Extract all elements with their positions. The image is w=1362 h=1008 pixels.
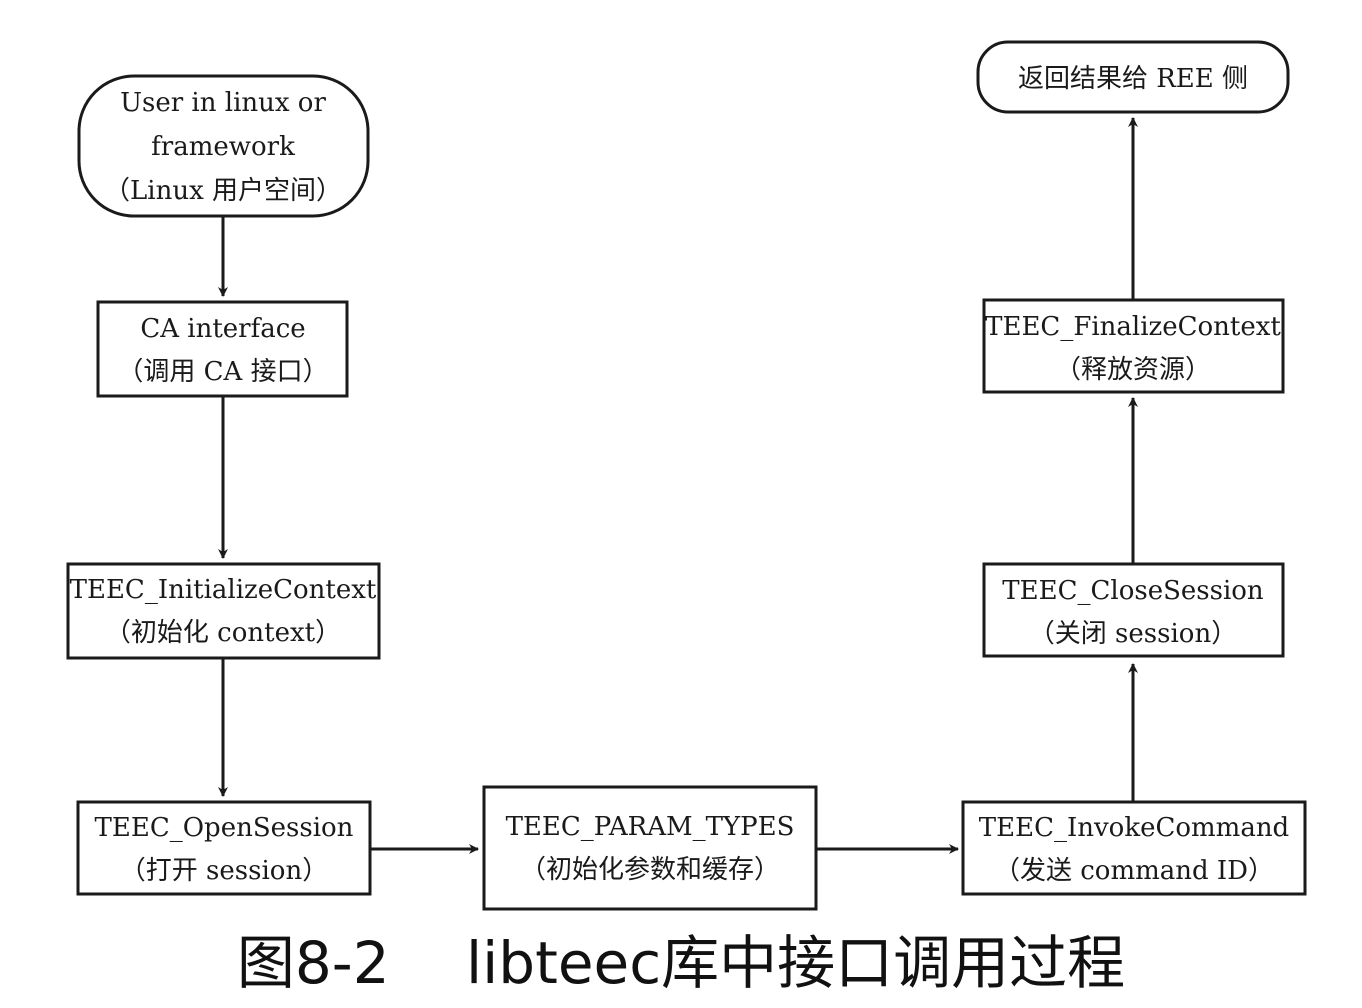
node-ca-interface-line-1: CA interface: [140, 314, 305, 344]
node-finalize-context-line-1: TEEC_FinalizeContext: [985, 312, 1281, 342]
node-param-types-line-1: TEEC_PARAM_TYPES: [506, 812, 795, 842]
figure-caption: 图8-2 libteec库中接口调用过程: [236, 929, 1126, 997]
node-initialize-context: TEEC_InitializeContext （初始化 context）: [66, 562, 381, 660]
node-initialize-context-line-2: （初始化 context）: [105, 618, 341, 648]
node-open-session-line-1: TEEC_OpenSession: [95, 813, 354, 843]
node-ca-interface-line-2: （调用 CA 接口）: [117, 357, 328, 387]
node-invoke-command: TEEC_InvokeCommand （发送 command ID）: [961, 800, 1307, 896]
node-invoke-command-line-2: （发送 command ID）: [994, 856, 1274, 886]
node-open-session-line-2: （打开 session）: [120, 856, 328, 886]
node-close-session: TEEC_CloseSession （关闭 session）: [982, 562, 1285, 658]
node-user-line-3: （Linux 用户空间）: [104, 176, 342, 206]
node-initialize-context-line-1: TEEC_InitializeContext: [70, 575, 377, 605]
node-open-session: TEEC_OpenSession （打开 session）: [76, 800, 372, 896]
node-user-line-2: framework: [151, 132, 295, 162]
node-finalize-context: TEEC_FinalizeContext （释放资源）: [982, 298, 1285, 394]
edges: [218, 117, 1138, 854]
node-close-session-line-1: TEEC_CloseSession: [1002, 576, 1264, 606]
node-return-result-line-1: 返回结果给 REE 侧: [1018, 64, 1248, 94]
node-close-session-line-2: （关闭 session）: [1029, 619, 1237, 649]
flowchart: User in linux or framework （Linux 用户空间） …: [66, 40, 1307, 911]
node-user-line-1: User in linux or: [120, 88, 326, 118]
node-finalize-context-line-2: （释放资源）: [1055, 355, 1211, 385]
node-invoke-command-line-1: TEEC_InvokeCommand: [979, 813, 1289, 843]
node-ca-interface: CA interface （调用 CA 接口）: [96, 300, 349, 398]
node-param-types: TEEC_PARAM_TYPES （初始化参数和缓存）: [482, 785, 818, 911]
node-return-result: 返回结果给 REE 侧: [976, 40, 1290, 114]
node-param-types-line-2: （初始化参数和缓存）: [520, 855, 780, 885]
node-user-in-linux: User in linux or framework （Linux 用户空间）: [77, 74, 370, 218]
